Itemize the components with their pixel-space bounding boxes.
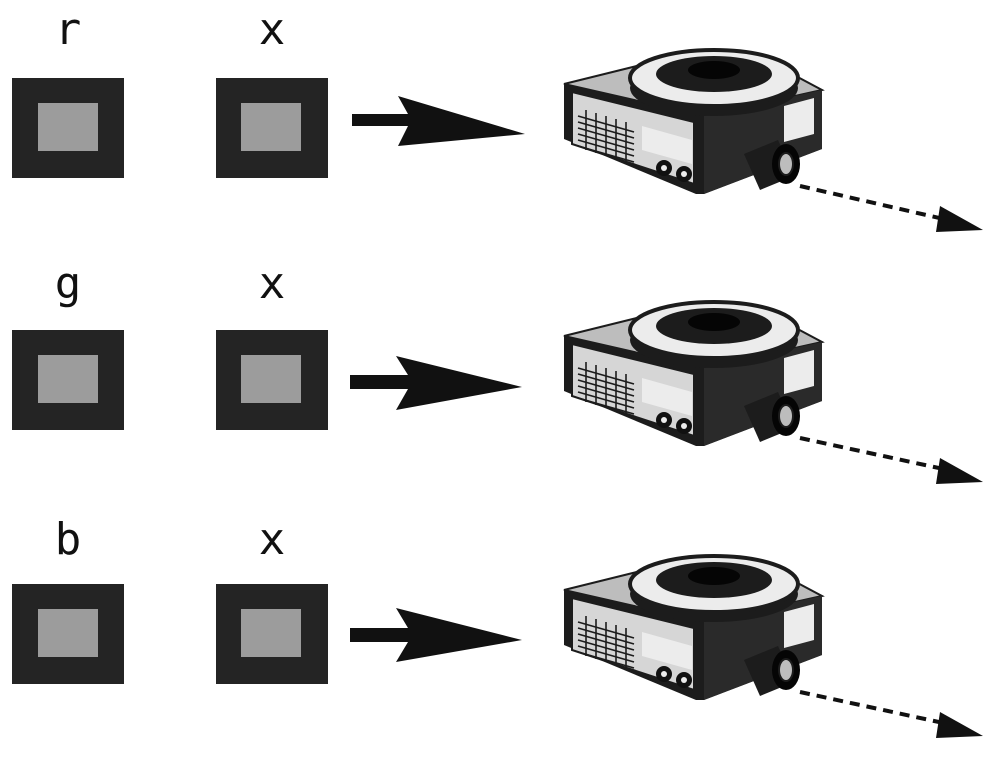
row-r-right-label: x bbox=[258, 4, 286, 55]
row-g-left-label: g bbox=[54, 258, 82, 309]
slide-square-icon bbox=[216, 584, 328, 684]
solid-arrow-icon bbox=[350, 356, 522, 410]
row-g bbox=[12, 300, 983, 484]
slide-projector-icon bbox=[562, 300, 824, 448]
filter-square-icon bbox=[12, 330, 124, 430]
filter-square-icon bbox=[12, 78, 124, 178]
slide-projector-icon bbox=[562, 48, 824, 196]
slide-square-icon bbox=[216, 78, 328, 178]
filter-square-icon bbox=[12, 584, 124, 684]
dashed-arrow-icon bbox=[799, 436, 983, 484]
row-b bbox=[12, 554, 983, 738]
row-b-right-label: x bbox=[258, 514, 286, 565]
dashed-arrow-icon bbox=[799, 690, 983, 738]
solid-arrow-icon bbox=[350, 608, 522, 662]
slide-square-icon bbox=[216, 330, 328, 430]
row-r bbox=[12, 48, 983, 232]
slide-projector-icon bbox=[562, 554, 824, 702]
row-b-left-label: b bbox=[54, 514, 82, 565]
row-r-left-label: r bbox=[54, 4, 82, 55]
solid-arrow-icon bbox=[352, 96, 525, 146]
dashed-arrow-icon bbox=[799, 184, 983, 232]
row-g-right-label: x bbox=[258, 258, 286, 309]
